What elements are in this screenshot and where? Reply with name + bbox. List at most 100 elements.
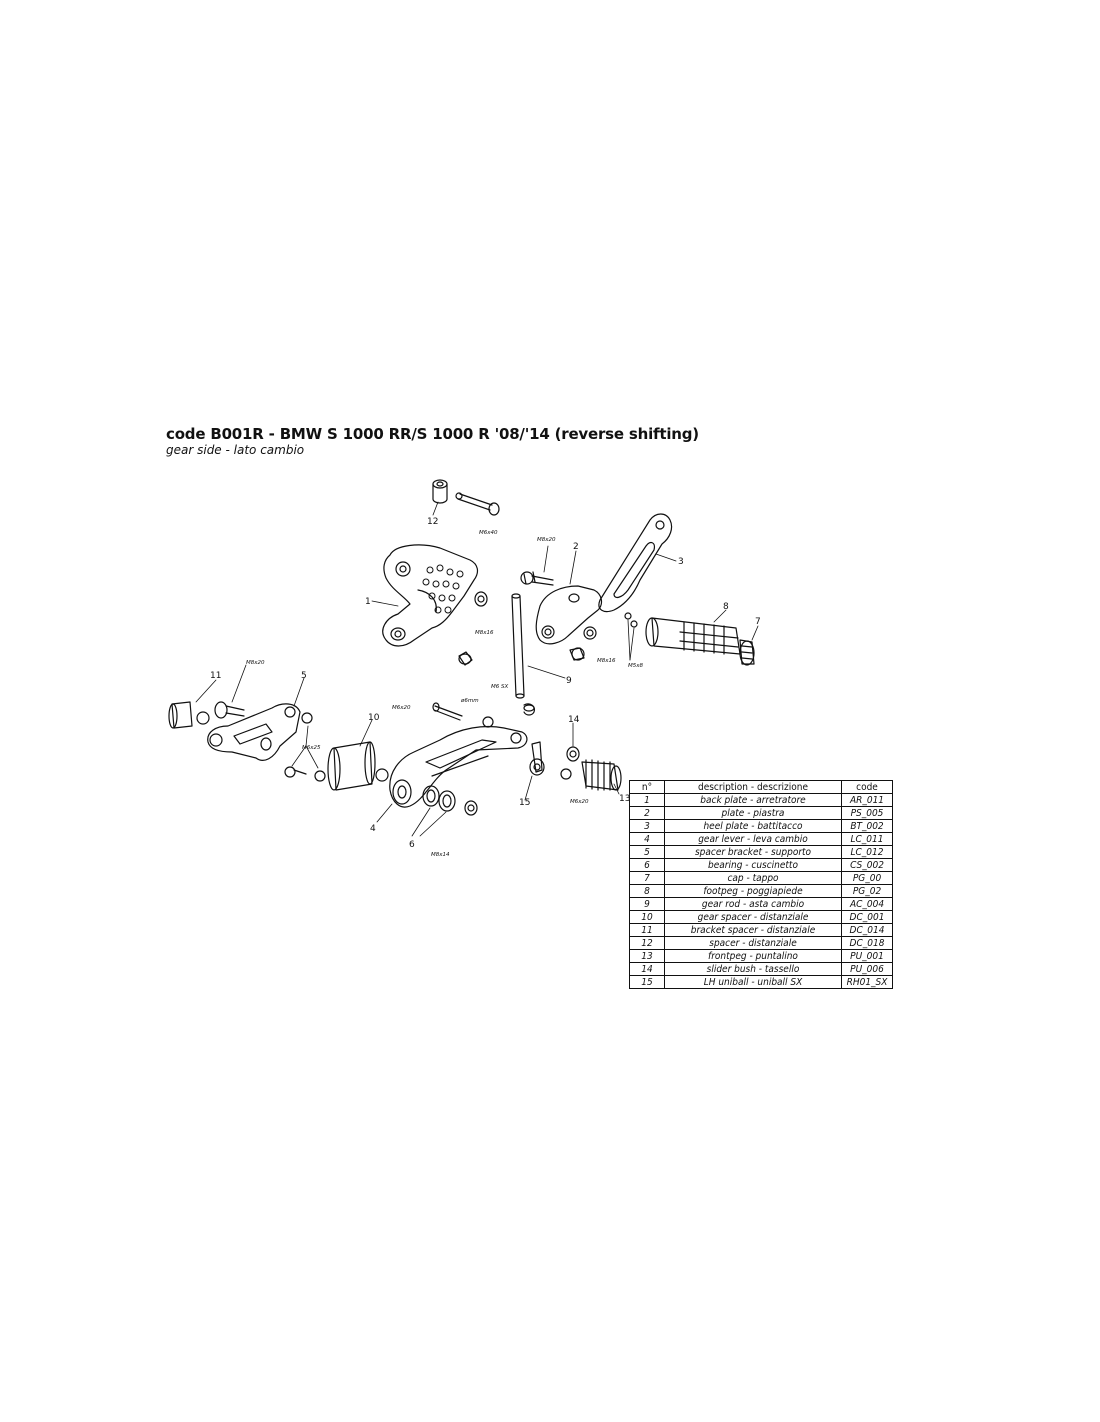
row-code: LC_012 — [841, 845, 893, 859]
callout-6: 6 — [409, 840, 415, 850]
row-number: 8 — [629, 884, 665, 898]
part-cap-7 — [739, 639, 755, 666]
row-description: gear spacer - distanziale — [664, 910, 842, 924]
row-number: 11 — [629, 923, 665, 937]
dim-m8x16-b: M8x16 — [597, 658, 616, 664]
row-code: AR_011 — [841, 793, 893, 807]
callout-12: 12 — [427, 517, 438, 527]
part-gear-rod-9 — [511, 593, 535, 716]
callout-5: 5 — [301, 671, 307, 681]
row-description: bearing - cuscinetto — [664, 858, 842, 872]
part-slider-bush-14 — [566, 746, 580, 762]
callout-numbers: 1 2 3 4 5 6 7 8 9 10 11 12 13 14 15 — [210, 517, 761, 850]
dim-m6x40: M6x40 — [479, 530, 498, 536]
row-code: DC_018 — [841, 936, 893, 950]
row-code: PG_02 — [841, 884, 893, 898]
part-bolt-m8x16-b — [569, 626, 597, 661]
row-number: 9 — [629, 897, 665, 911]
dim-m6sx: M6 SX — [491, 684, 508, 690]
callout-3: 3 — [678, 557, 684, 567]
callout-8: 8 — [723, 602, 729, 612]
part-frontpeg-13 — [581, 759, 622, 791]
row-description: footpeg - poggiapiede — [664, 884, 842, 898]
callout-1: 1 — [365, 597, 371, 607]
row-code: CS_002 — [841, 858, 893, 872]
callout-9: 9 — [566, 676, 572, 686]
dim-m5x8: M5x8 — [628, 663, 643, 669]
parts-table-header: n° description - descrizione code — [629, 780, 893, 794]
row-number: 6 — [629, 858, 665, 872]
part-spacer-12 — [432, 479, 500, 516]
row-number: 14 — [629, 962, 665, 976]
callout-13: 13 — [619, 794, 630, 804]
dim-m6x25: M6x25 — [302, 745, 321, 751]
diagram-title: code B001R - BMW S 1000 RR/S 1000 R '08/… — [166, 425, 699, 443]
row-description: cap - tappo — [664, 871, 842, 885]
row-code: RH01_SX — [841, 975, 893, 989]
row-number: 4 — [629, 832, 665, 846]
dim-m6x20-b: M6x20 — [570, 799, 589, 805]
part-plate-2 — [520, 571, 603, 645]
header-description: description - descrizione — [664, 780, 842, 794]
row-number: 10 — [629, 910, 665, 924]
diagram-subtitle: gear side - lato cambio — [166, 443, 305, 457]
part-footpeg-8 — [645, 617, 741, 655]
row-description: bracket spacer - distanziale — [664, 923, 842, 937]
row-code: PU_001 — [841, 949, 893, 963]
callout-15: 15 — [519, 798, 530, 808]
row-number: 7 — [629, 871, 665, 885]
callout-14: 14 — [568, 715, 580, 725]
part-back-plate-holes — [422, 564, 464, 614]
row-code: DC_001 — [841, 910, 893, 924]
row-number: 3 — [629, 819, 665, 833]
part-gear-lever-4 — [389, 725, 528, 808]
dim-m8x20-left: M8x20 — [246, 660, 265, 666]
part-bolts-m6x25 — [284, 712, 326, 782]
row-number: 13 — [629, 949, 665, 963]
row-description: plate - piastra — [664, 806, 842, 820]
part-uniball-15 — [529, 741, 572, 780]
row-code: PS_005 — [841, 806, 893, 820]
part-back-plate-1 — [382, 544, 479, 647]
part-bracket-spacer-11 — [168, 701, 245, 729]
row-description: spacer bracket - supporto — [664, 845, 842, 859]
part-bolt-m8x16-a — [458, 591, 488, 666]
callout-11: 11 — [210, 671, 221, 681]
row-number: 1 — [629, 793, 665, 807]
dim-m8x20-top: M8x20 — [537, 537, 556, 543]
callout-2: 2 — [573, 542, 579, 552]
row-description: gear rod - asta cambio — [664, 897, 842, 911]
callout-7: 7 — [755, 617, 761, 627]
callout-10: 10 — [368, 713, 380, 723]
row-number: 2 — [629, 806, 665, 820]
part-bearings-6 — [422, 785, 478, 816]
callout-4: 4 — [370, 824, 376, 834]
row-description: heel plate - battitacco — [664, 819, 842, 833]
row-code: AC_004 — [841, 897, 893, 911]
leader-lines — [195, 501, 759, 837]
header-code: code — [841, 780, 893, 794]
row-code: LC_011 — [841, 832, 893, 846]
row-description: frontpeg - puntalino — [664, 949, 842, 963]
row-code: DC_014 — [841, 923, 893, 937]
row-code: BT_002 — [841, 819, 893, 833]
dim-m6x20: M6x20 — [392, 705, 411, 711]
part-heel-plate-3 — [598, 513, 673, 628]
row-code: PU_006 — [841, 962, 893, 976]
header-number: n° — [629, 780, 665, 794]
dim-m8x14: M8x14 — [431, 852, 450, 858]
row-description: gear lever - leva cambio — [664, 832, 842, 846]
dimension-labels: M6x40 M8x20 M8x16 M8x16 M5x8 M8x20 M6x25… — [246, 530, 643, 858]
row-description: spacer - distanziale — [664, 936, 842, 950]
